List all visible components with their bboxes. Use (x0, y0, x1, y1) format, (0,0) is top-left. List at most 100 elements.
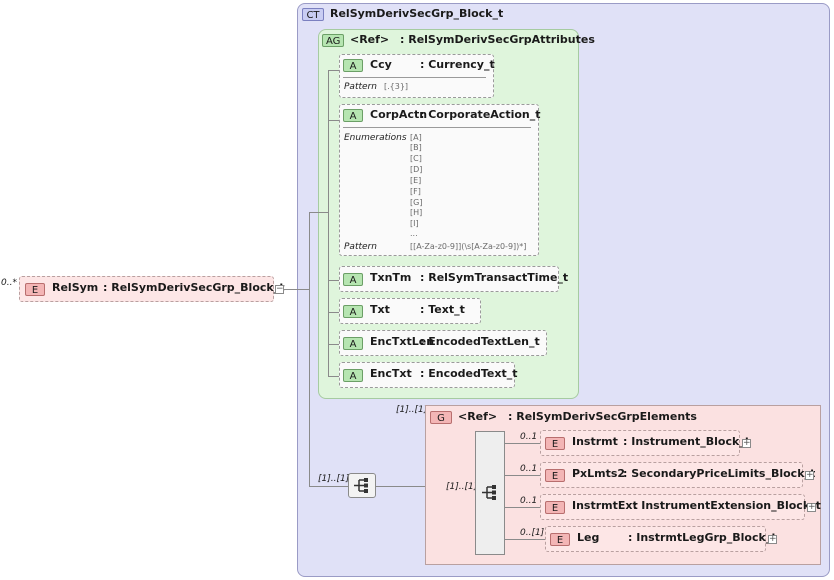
element-type: : InstrumentExtension_Block_t (633, 499, 821, 512)
attribute-ccy[interactable] (339, 54, 494, 98)
complex-type-name: RelSymDerivSecGrp_Block_t (330, 7, 504, 20)
enum-value: [B] (410, 143, 422, 152)
element-connector (505, 443, 540, 444)
group-multiplicity: [1]..[1] (396, 405, 428, 415)
attribute-group-ref: <Ref> (350, 33, 390, 46)
enum-value: [G] (410, 198, 423, 207)
facet-value: [[A-Za-z0-9]](\s[A-Za-z0-9])*] (410, 242, 527, 251)
attribute-group-connector (309, 212, 328, 213)
enum-value: [F] (410, 187, 421, 196)
element-badge: E (545, 469, 565, 482)
enumerations-label: Enumerations (344, 133, 407, 143)
attribute-type: : EncodedText_t (420, 367, 518, 380)
element-multiplicity: 0..1 (520, 432, 538, 442)
attribute-connector (328, 70, 340, 71)
sequence-connector (309, 486, 348, 487)
root-connector (284, 289, 309, 290)
attribute-badge: A (343, 369, 363, 382)
element-name: PxLmts2 (572, 467, 626, 480)
expand-icon[interactable]: + (768, 534, 777, 544)
trunk-line (309, 212, 310, 486)
attribute-tree-line (328, 70, 329, 377)
attribute-connector (328, 376, 340, 377)
attribute-connector (328, 344, 340, 345)
root-element-type: : RelSymDerivSecGrp_Block_t (103, 281, 285, 294)
attribute-group-badge: AG (322, 34, 344, 47)
element-badge: E (545, 501, 565, 514)
element-type: : InstrmtLegGrp_Block_t (628, 531, 777, 544)
attribute-group-type: : RelSymDerivSecGrpAttributes (400, 33, 595, 46)
element-connector (505, 539, 545, 540)
attribute-type: : Currency_t (420, 58, 495, 71)
enum-value: [E] (410, 176, 422, 185)
attribute-name: CorpActn (370, 108, 428, 121)
attribute-type: : EncodedTextLen_t (420, 335, 540, 348)
element-multiplicity: 0..1 (520, 496, 538, 506)
enum-value: ... (410, 229, 418, 238)
inner-sequence-multiplicity: [1]..[1] (446, 482, 478, 492)
element-multiplicity: 0..[1] (520, 528, 545, 538)
attribute-enctxt[interactable] (339, 362, 515, 388)
expand-icon[interactable]: + (805, 470, 814, 480)
attribute-badge: A (343, 337, 363, 350)
collapse-toggle-icon[interactable]: − (275, 284, 284, 294)
attribute-name: TxnTm (370, 271, 412, 284)
attribute-enctxtlen[interactable] (339, 330, 547, 356)
complex-type-badge: CT (302, 8, 324, 21)
element-connector (505, 507, 540, 508)
attribute-connector (328, 280, 340, 281)
expand-icon[interactable]: + (807, 502, 816, 512)
attribute-badge: A (343, 59, 363, 72)
enum-value: [H] (410, 208, 423, 217)
attribute-connector (328, 120, 340, 121)
facet-value: [.{3}] (384, 82, 409, 91)
group-type: : RelSymDerivSecGrpElements (508, 410, 697, 423)
element-name: Instrmt (572, 435, 618, 448)
element-leg[interactable] (545, 526, 766, 552)
attribute-badge: A (343, 109, 363, 122)
sequence-icon (354, 478, 368, 493)
attribute-type: : CorporateAction_t (420, 108, 541, 121)
attribute-divider (343, 127, 531, 128)
enum-value: [A] (410, 133, 422, 142)
sequence-multiplicity: [1]..[1] (318, 474, 350, 484)
element-instrmt[interactable] (540, 430, 740, 456)
attribute-type: : RelSymTransactTime_t (420, 271, 569, 284)
expand-icon[interactable]: + (742, 438, 751, 448)
element-name: Leg (577, 531, 600, 544)
attribute-name: EncTxtLen (370, 335, 435, 348)
attribute-divider (343, 77, 486, 78)
attribute-connector (328, 312, 340, 313)
element-instrmtext[interactable] (540, 494, 805, 520)
attribute-badge: A (343, 305, 363, 318)
group-connector (376, 486, 426, 487)
attribute-corpactn[interactable] (339, 104, 539, 256)
element-multiplicity: 0..1 (520, 464, 538, 474)
group-ref: <Ref> (458, 410, 498, 423)
facet-label: Pattern (344, 242, 377, 252)
inner-sequence-compositor[interactable] (475, 431, 505, 555)
enum-value: [I] (410, 219, 419, 228)
attribute-name: Ccy (370, 58, 392, 71)
root-multiplicity: 0..* (1, 278, 17, 288)
element-badge: E (545, 437, 565, 450)
attribute-txntm[interactable] (339, 266, 559, 292)
element-connector (505, 475, 540, 476)
root-element-badge: E (25, 283, 45, 296)
element-badge: E (550, 533, 570, 546)
attribute-type: : Text_t (420, 303, 465, 316)
attribute-badge: A (343, 273, 363, 286)
attribute-name: EncTxt (370, 367, 412, 380)
element-name: InstrmtExt (572, 499, 638, 512)
enum-value: [C] (410, 154, 422, 163)
element-pxlmts2[interactable] (540, 462, 803, 488)
enum-value: [D] (410, 165, 423, 174)
element-type: : Instrument_Block_t (623, 435, 751, 448)
facet-label: Pattern (344, 82, 377, 92)
group-badge: G (430, 411, 452, 424)
root-element-relsym[interactable] (19, 276, 274, 302)
attribute-name: Txt (370, 303, 390, 316)
inner-sequence-icon (482, 485, 496, 500)
sequence-compositor[interactable] (348, 473, 376, 498)
root-element-name: RelSym (52, 281, 99, 294)
